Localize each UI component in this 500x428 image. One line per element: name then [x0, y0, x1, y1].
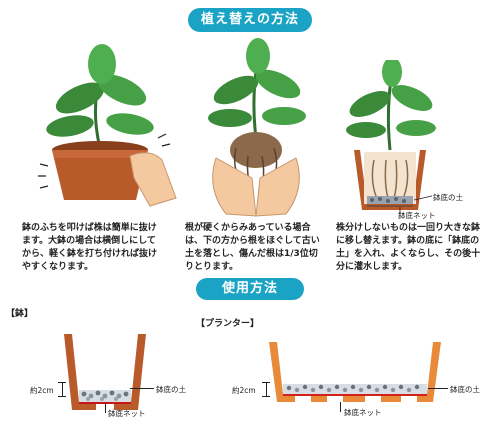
hand-icon — [129, 152, 177, 207]
root-ball-icon — [230, 132, 282, 191]
label-planter: 【プランター】 — [196, 319, 260, 329]
plant-leaves-icon — [46, 44, 154, 149]
section-title-usage: 使用方法 — [196, 278, 304, 300]
plant-leaves-icon — [346, 60, 436, 151]
illustration-tap-pot — [30, 38, 180, 208]
depth-label-planter: 約2cm — [232, 386, 256, 395]
step-3-text: 株分けしないものは一回り大きな鉢に移し替えます。鉢の底に「鉢底の土」を入れ、よく… — [336, 223, 481, 272]
depth-label-pot: 約2cm — [30, 386, 54, 395]
hands-icon — [212, 157, 300, 217]
callout-soil-planter: 鉢底の土 — [450, 385, 480, 394]
depth-marker — [62, 382, 63, 396]
diagram-planter-section — [265, 340, 445, 410]
step-1-text: 鉢のふちを叩けば株は簡単に抜けます。大鉢の場合は横倒しにしてから、軽く鉢を打ち付… — [22, 223, 158, 272]
callout-soil-step3: 鉢底の土 — [433, 193, 463, 202]
illustration-loosen-roots — [196, 38, 316, 218]
motion-lines-icon — [38, 163, 49, 189]
step-2-text: 根が硬くからみあっている場合は、下の方から根をほぐして古い土を落とし、傷んだ根は… — [185, 223, 320, 272]
callout-net-step3: 鉢底ネット — [398, 211, 436, 220]
pot-icon — [52, 141, 148, 200]
gravel-icon — [286, 384, 420, 393]
label-hachi: 【鉢】 — [6, 309, 34, 319]
pot-cross-section-icon — [354, 150, 426, 210]
section-title-repotting: 植え替えの方法 — [188, 8, 312, 32]
gravel-icon — [81, 390, 129, 401]
callout-net-pot: 鉢底ネット — [108, 409, 146, 418]
illustration-repotted — [340, 60, 440, 220]
callout-net-planter: 鉢底ネット — [344, 408, 382, 417]
callout-soil-pot: 鉢底の土 — [156, 385, 186, 394]
plant-leaves-icon — [208, 38, 306, 139]
